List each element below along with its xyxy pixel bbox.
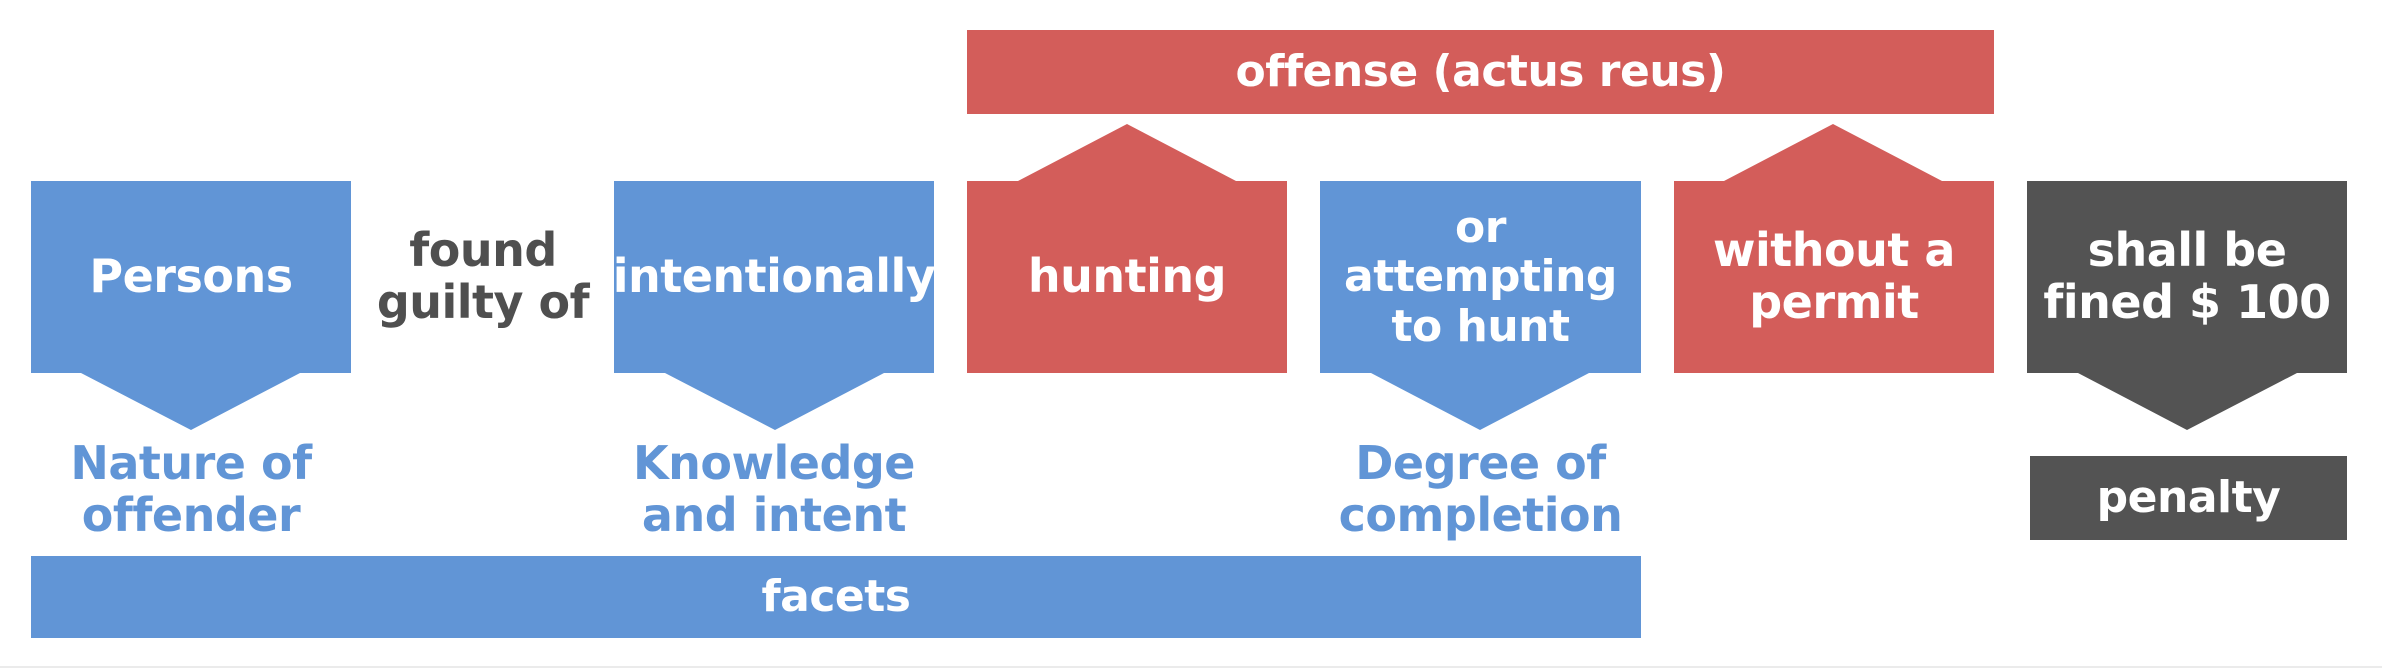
persons-label: Persons [89, 249, 293, 304]
persons-shape [31, 181, 351, 430]
facets-bar-label: facets [761, 571, 911, 623]
penalty-bar-label: penalty [2096, 472, 2281, 524]
facet-degree-of-completion: Degree of completion [1338, 436, 1623, 542]
hunting-label: hunting [1027, 249, 1227, 304]
without-a-permit-label: without a permit [1713, 223, 1955, 329]
attempting-to-hunt-label: or attempting to hunt [1344, 202, 1617, 352]
intentionally-shape [614, 181, 934, 430]
facet-knowledge-and-intent: Knowledge and intent [632, 436, 916, 542]
facet-nature-of-offender: Nature of offender [70, 436, 312, 542]
penalty-bar-shape [2030, 456, 2347, 540]
intentionally-label: intentionally [612, 249, 936, 304]
fined-shape [2027, 181, 2347, 430]
offense-bar-shape [967, 30, 1994, 114]
without-permit-shape [1674, 124, 1994, 373]
offense-bar-label: offense (actus reus) [1235, 46, 1726, 98]
hunting-shape [967, 124, 1287, 373]
facets-bar-shape [31, 556, 1641, 638]
found-guilty-of-label: found guilty of [376, 223, 590, 329]
attempting-shape [1320, 181, 1641, 430]
shall-be-fined-label: shall be fined $ 100 [2043, 223, 2331, 329]
